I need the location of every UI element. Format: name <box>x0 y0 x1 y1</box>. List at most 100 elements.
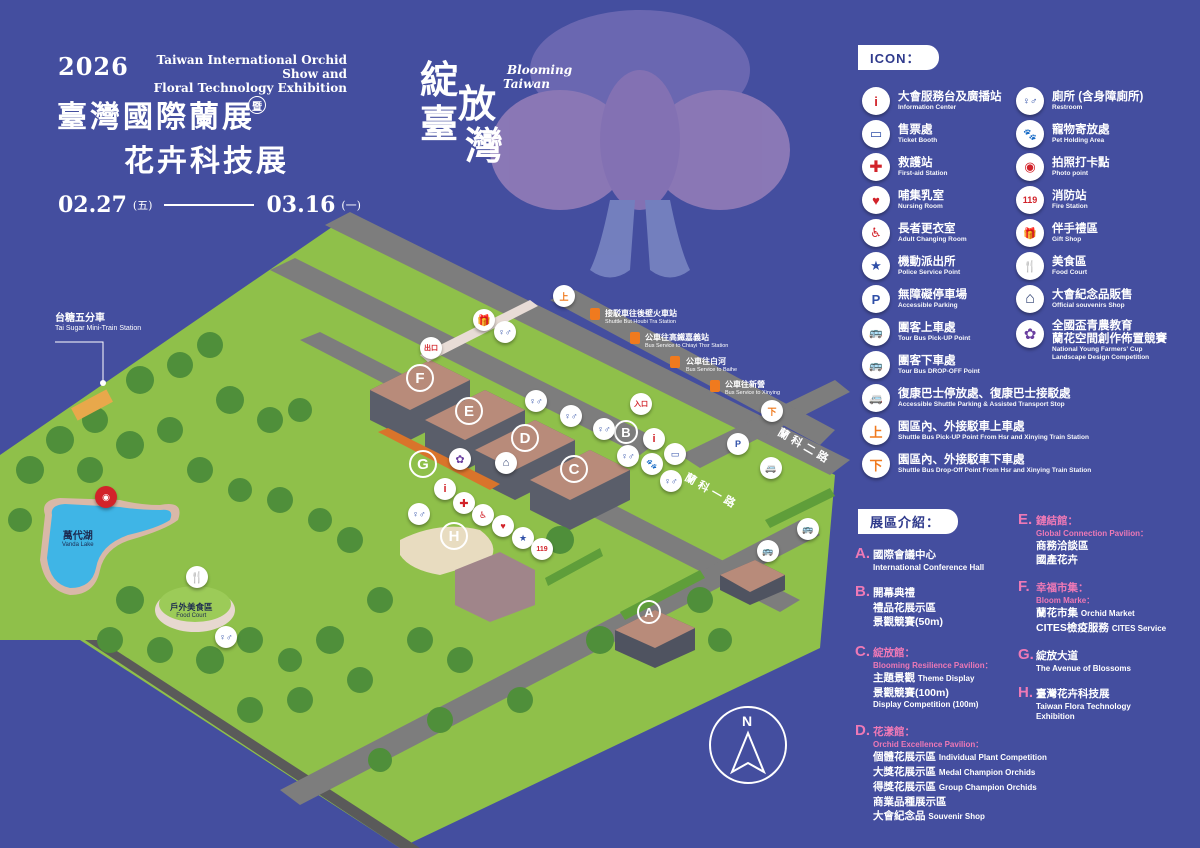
food-court-pin[interactable]: 🍴 <box>186 566 208 588</box>
zone-marker-a[interactable]: A <box>637 600 661 624</box>
legend-zh: 大會服務台及廣播站 <box>898 90 1002 103</box>
info-pin[interactable]: i <box>643 428 665 450</box>
tour-bus-pickup-pin[interactable]: 🚌 <box>757 540 779 562</box>
bus-stop-en: Bus Service to Xinying <box>725 390 781 396</box>
info-pin[interactable]: i <box>434 478 456 500</box>
zone-marker-d[interactable]: D <box>511 424 539 452</box>
zone-item: 主題景觀 Theme Display <box>855 671 993 686</box>
zone-subtitle: Blooming Resilience Pavilion： <box>873 661 993 670</box>
photo-point-pin[interactable]: ◉ <box>95 486 117 508</box>
zone-marker-h[interactable]: H <box>440 522 468 550</box>
slogan-char: 綻 <box>420 57 459 102</box>
entrance-pin[interactable]: 入口 <box>630 393 652 415</box>
zone-item-en: Theme Display <box>917 674 975 683</box>
pet-holding-pin[interactable]: 🐾 <box>641 453 663 475</box>
bus-stop-en: Bus Service to Baihe <box>686 367 738 373</box>
train-station-label: 台糖五分車 Tai Sugar Mini-Train Station <box>55 313 141 333</box>
restroom-pin[interactable]: ♀♂ <box>560 405 582 427</box>
zone-marker-f[interactable]: F <box>406 364 434 392</box>
legend-zh: 園區內、外接駁車上車處 <box>898 420 1025 433</box>
zone-title: 臺灣花卉科技展 <box>1036 688 1110 700</box>
zone-marker-b[interactable]: B <box>614 420 638 444</box>
zone-letter: G. <box>1018 646 1034 663</box>
zone-item: 個體花展示區 Individual Plant Competition <box>855 750 1047 765</box>
event-title-en-line2: Floral Technology Exhibition <box>153 81 347 95</box>
first-aid-pin[interactable]: ✚ <box>453 492 475 514</box>
legend-zh: 拍照打卡點 <box>1052 156 1110 169</box>
legend-en: Accessible Shuttle Parking & Assisted Tr… <box>898 400 1065 408</box>
legend-en: Nursing Room <box>898 202 943 210</box>
zone-letter: F. <box>1018 578 1030 595</box>
vanda-lake <box>40 498 180 595</box>
zone-legend-heading: 展區介紹： <box>858 509 959 534</box>
souvenir-shop-pin[interactable]: ⌂ <box>495 452 517 474</box>
zone-letter: H. <box>1018 684 1033 701</box>
zone-entry-a: A.國際會議中心 International Conference Hall <box>855 545 984 573</box>
legend-en: Food Court <box>1052 268 1088 276</box>
tour-bus-dropoff-pin[interactable]: 🚌 <box>797 518 819 540</box>
zone-item-en: CITES Service <box>1111 624 1167 633</box>
gift-pin[interactable]: 🎁 <box>473 309 495 331</box>
legend-en: National Young Farmers' Cup <box>1052 346 1143 353</box>
lake-en: Vanda Lake <box>62 542 94 548</box>
zone-subtitle: Global Connection Pavilion： <box>1036 529 1149 538</box>
date-start: 02.27 <box>58 192 127 218</box>
slogan-char: 灣 <box>465 123 504 168</box>
zone-item: 商業品種展示區 <box>873 796 947 808</box>
legend-zh: 機動派出所 <box>898 255 956 268</box>
legend-zh: 長者更衣室 <box>898 222 956 235</box>
slogan-en-line1: Blooming <box>507 63 573 77</box>
bus-stop-label: 接駁車往後壁火車站 Shuttle But Houbi Tra Station <box>605 309 677 326</box>
restroom-pin[interactable]: ♀♂ <box>660 470 682 492</box>
legend-en: Fire Station <box>1052 202 1088 210</box>
date-end-weekday: (一) <box>341 199 361 212</box>
legend-zh: 售票處 <box>898 123 933 136</box>
fire-station-pin[interactable]: 119 <box>531 538 553 560</box>
restroom-pin[interactable]: ♀♂ <box>525 390 547 412</box>
restroom-pin[interactable]: ♀♂ <box>408 503 430 525</box>
zone-marker-c[interactable]: C <box>560 455 588 483</box>
restroom-pin[interactable]: ♀♂ <box>593 418 615 440</box>
restroom-pin[interactable]: ♀♂ <box>617 445 639 467</box>
zone-item-en: Group Champion Orchids <box>938 783 1037 792</box>
legend-en: Accessible Parking <box>898 301 958 309</box>
exit-pin[interactable]: 出口 <box>420 337 442 359</box>
compass-north-label: N <box>742 713 753 729</box>
bus-stop-label: 公車往高鐵嘉義站 Bus Service to Chiayi Thsr Stat… <box>645 333 728 350</box>
accessible-parking-icon: P <box>862 285 890 313</box>
zone-item: 大獎花展示區 Medal Champion Orchids <box>855 765 1047 780</box>
zone-letter: D. <box>855 722 870 739</box>
shuttle-pickup-pin[interactable]: 上 <box>553 285 575 307</box>
police-pin[interactable]: ★ <box>512 527 534 549</box>
zone-en: Exhibition <box>1036 712 1075 721</box>
restroom-pin[interactable]: ♀♂ <box>494 321 516 343</box>
legend-zh: 全國盃青農教育 <box>1052 320 1133 332</box>
date-start-weekday: (五) <box>132 199 153 212</box>
legend-zh: 哺集乳室 <box>898 189 944 202</box>
zone-item-en: Souvenir Shop <box>928 812 985 821</box>
accessible-parking-pin[interactable]: P <box>727 433 749 455</box>
zone-letter: A. <box>855 545 870 562</box>
ticket-booth-pin[interactable]: ▭ <box>664 443 686 465</box>
restroom-pin[interactable]: ♀♂ <box>215 626 237 648</box>
elderly-changing-pin[interactable]: ♿ <box>472 504 494 526</box>
nursing-room-pin[interactable]: ♥ <box>492 515 514 537</box>
zone-marker-e[interactable]: E <box>455 397 483 425</box>
zone-item: 國產花卉 <box>1036 554 1078 566</box>
zone-title: 綻放大道 <box>1036 650 1078 662</box>
zone-letter: B. <box>855 583 870 600</box>
legend-en: Shuttle Bus Pick-UP Point From Hsr and X… <box>898 433 1089 441</box>
ticket-icon: ▭ <box>862 120 890 148</box>
zone-marker-g[interactable]: G <box>409 450 437 478</box>
zone-entry-f: F.幸福市集： Bloom Marke： 蘭花市集 Orchid Market … <box>1018 578 1166 636</box>
shuttle-dropoff-pin[interactable]: 下 <box>761 400 783 422</box>
tour-bus-pickup-icon: 🚌 <box>862 318 890 346</box>
orchid-competition-pin[interactable]: ✿ <box>449 448 471 470</box>
accessible-shuttle-pin[interactable]: 🚐 <box>760 457 782 479</box>
zone-letter: C. <box>855 643 870 660</box>
